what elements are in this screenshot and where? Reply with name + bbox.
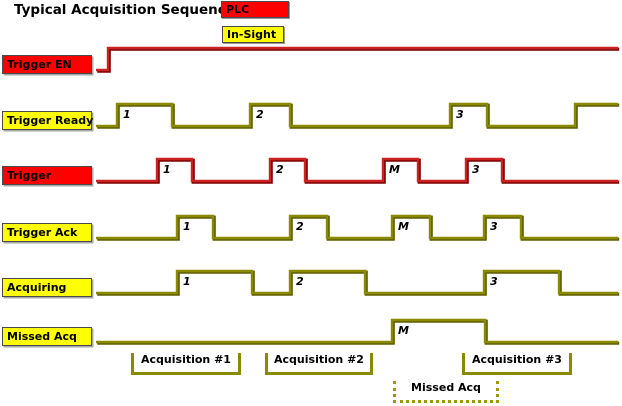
signal-label-text: Missed Acq: [7, 330, 77, 343]
signal-label-text: Trigger: [7, 169, 52, 182]
waveform-shadow-acquiring: [97, 270, 620, 296]
bracket-label: Acquisition #1: [141, 353, 231, 366]
legend-chip-insight-label: In-Sight: [227, 28, 277, 41]
legend-chip-plc-label: PLC: [226, 3, 250, 16]
pulse-marker: 2: [276, 163, 284, 176]
bracket-acquisition-2: Acquisition #2: [265, 353, 373, 375]
legend-chip-insight: In-Sight: [222, 26, 284, 43]
signal-label-trigger-ack: Trigger Ack: [2, 223, 92, 242]
waveform-shadow-trigger-ready: [97, 103, 620, 129]
bracket-missed-acq: Missed Acq: [393, 381, 499, 403]
bracket-label: Acquisition #2: [274, 353, 364, 366]
pulse-marker: 2: [296, 220, 304, 233]
waveform-acquiring: [96, 269, 618, 295]
pulse-marker: 2: [256, 108, 264, 121]
waveform-trigger-ready: [96, 102, 618, 128]
legend-chip-plc: PLC: [221, 1, 289, 18]
signal-label-text: Trigger EN: [7, 58, 72, 71]
pulse-marker: 3: [472, 163, 480, 176]
waveform-missed-acq: [96, 318, 618, 344]
waveform-shadow-trigger-ack: [97, 215, 620, 241]
pulse-marker: 3: [456, 108, 464, 121]
pulse-marker: M: [389, 163, 400, 176]
signal-label-missed-acq: Missed Acq: [2, 327, 92, 346]
pulse-marker: 3: [490, 220, 498, 233]
waveform-trigger: [96, 157, 618, 183]
pulse-marker: 3: [490, 275, 498, 288]
pulse-marker: 1: [163, 163, 171, 176]
pulse-marker: 1: [183, 220, 191, 233]
signal-label-trigger: Trigger: [2, 166, 92, 185]
pulse-marker: 2: [296, 275, 304, 288]
signal-label-trigger-ready: Trigger Ready: [2, 111, 94, 130]
bracket-acquisition-1: Acquisition #1: [131, 353, 241, 375]
bracket-label: Missed Acq: [411, 381, 481, 394]
signal-label-trigger-en: Trigger EN: [2, 55, 92, 74]
signal-label-text: Trigger Ack: [7, 226, 78, 239]
pulse-marker: M: [398, 220, 409, 233]
bracket-label: Acquisition #3: [472, 353, 562, 366]
waveform-shadow-trigger: [97, 158, 620, 184]
signal-label-text: Trigger Ready: [7, 114, 94, 127]
pulse-marker: M: [398, 324, 409, 337]
signal-label-text: Acquiring: [7, 281, 67, 294]
signal-label-acquiring: Acquiring: [2, 278, 92, 297]
bracket-acquisition-3: Acquisition #3: [462, 353, 572, 375]
page-title: Typical Acquisition Sequence: [14, 2, 235, 18]
pulse-marker: 1: [183, 275, 191, 288]
waveform-shadow-trigger-en: [97, 47, 620, 73]
pulse-marker: 1: [123, 108, 131, 121]
waveform-shadow-missed-acq: [97, 319, 620, 345]
waveform-trigger-ack: [96, 214, 618, 240]
waveform-trigger-en: [96, 46, 618, 72]
